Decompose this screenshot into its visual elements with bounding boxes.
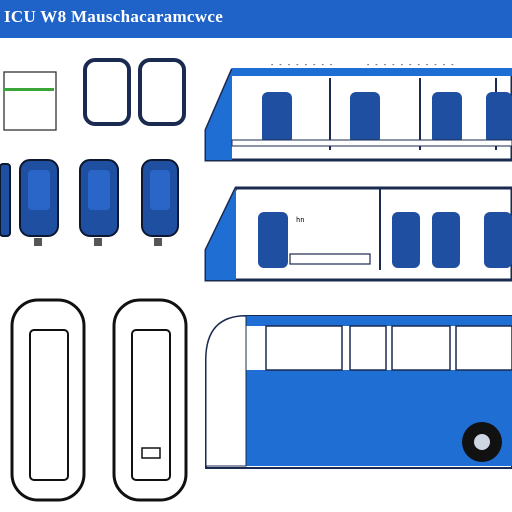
- interior-caption-1: - - - - - - - -: [270, 61, 333, 69]
- interior-middle-label: hn: [296, 216, 304, 224]
- page-title: ICU W8 Mauschacaramcwce: [4, 7, 224, 26]
- seat-topview-pair: [10, 298, 188, 502]
- bus-exterior-side: [205, 315, 512, 469]
- bus-interior-top: [204, 68, 512, 162]
- seat-row-front: [0, 159, 179, 246]
- seat-pair-top: [83, 58, 186, 126]
- seat-panel-left: [3, 71, 57, 131]
- bus-interior-middle: [204, 186, 512, 282]
- interior-caption-2: - - - - - - - - - - -: [366, 61, 455, 69]
- header-bar: ICU W8 Mauschacaramcwce: [0, 0, 512, 38]
